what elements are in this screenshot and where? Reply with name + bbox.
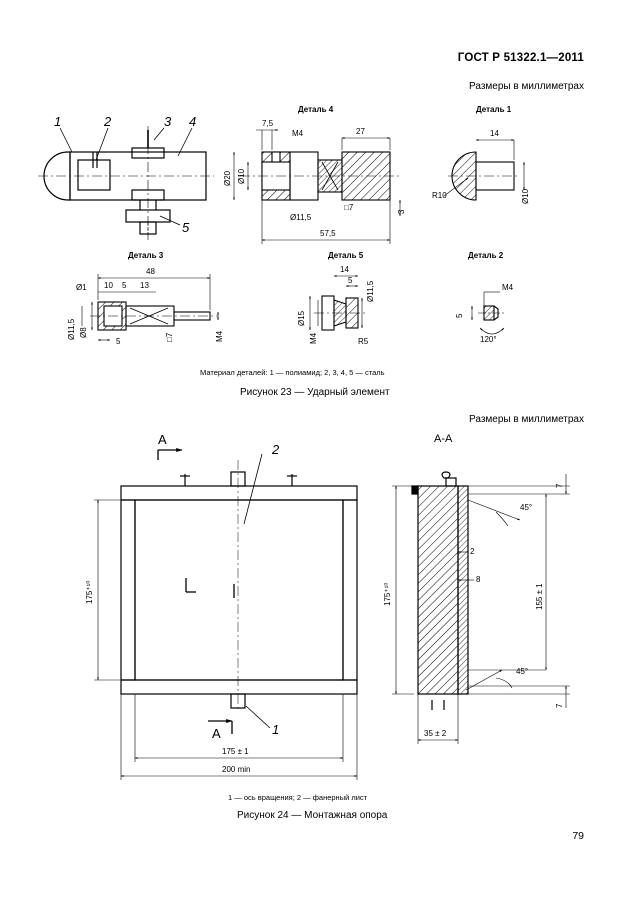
d2-dim-120: 120° [480,335,497,344]
detail-5-dimensions [309,275,363,331]
cut-label-top: A [158,432,167,447]
assembly-drawing [38,126,214,240]
d5-dim-5: 5 [348,276,353,285]
d3-dim-d11-5: Ø11,5 [67,318,76,340]
d2-dim-5: 5 [455,313,464,318]
section-dim-angle-bottom: 45° [516,667,528,676]
units-note-fig24: Размеры в миллиметрах [469,414,584,425]
d5-dim-r5: R5 [358,337,369,346]
detail-2-dimensions [471,291,505,335]
d3-dim-5: 5 [122,281,127,290]
detail-3-dimensions [81,274,219,341]
detail-4-drawing [240,151,400,201]
section-dim-top-gap: 7 [555,483,564,488]
material-note: Материал деталей: 1 — полиамид; 2, 3, 4,… [200,368,385,377]
d3-dim-m4: M4 [215,330,224,342]
section-dim-bottom-gap: 7 [555,703,564,708]
section-dim-depth: 35 ± 2 [424,729,447,738]
d5-dim-d11-5: Ø11,5 [366,280,375,302]
d3-dim-sq7: □7 [165,332,174,342]
d4-dim-27: 27 [356,127,365,136]
callout-1: 1 [54,114,61,129]
figure-24-legend: 1 — ось вращения; 2 — фанерный лист [228,793,368,802]
fig24-callout-1: 1 [272,722,279,737]
detail-4-title: Деталь 4 [298,105,334,114]
d1-dim-d10: Ø10 [521,188,530,204]
d1-dim-14: 14 [490,129,499,138]
detail-5-drawing [314,295,366,331]
d4-dim-3: 3 [397,209,406,214]
d4-dim-7-5: 7,5 [262,119,274,128]
fig24-callout-2: 2 [271,442,280,457]
d5-dim-14: 14 [340,265,349,274]
front-dimensions [94,499,358,780]
standard-header: ГОСТ Р 51322.1—2011 [457,52,584,64]
callout-4: 4 [189,114,196,129]
d3-dim-5b: 5 [116,337,121,346]
d3-dim-d1: Ø1 [76,283,87,292]
d1-dim-r10: R10 [432,191,447,200]
front-dim-height: 175⁺¹⁰ [85,581,94,604]
detail-5-title: Деталь 5 [328,251,364,260]
detail-4-dimensions [233,129,401,244]
d4-dim-sq7: □7 [344,203,354,212]
d3-dim-48: 48 [146,267,155,276]
mount-section-view [411,471,469,710]
front-dim-inner: 175 ± 1 [222,747,249,756]
d4-dim-d10: Ø10 [237,168,246,184]
detail-3-title: Деталь 3 [128,251,164,260]
detail-2-title: Деталь 2 [468,251,504,260]
section-dim-height: 175⁺¹⁰ [383,583,392,606]
cut-label-bottom: A [212,726,221,741]
section-dimensions [392,474,570,744]
d4-dim-57-5: 57,5 [320,229,336,238]
d5-dim-d15: Ø15 [297,310,306,326]
detail-2-drawing [478,305,504,321]
d4-dim-d20: Ø20 [223,170,232,186]
units-note-fig23: Размеры в миллиметрах [469,81,584,92]
detail-1-dimensions [443,139,525,197]
callout-3: 3 [164,114,172,129]
page-number: 79 [572,830,584,842]
d3-dim-d8: Ø8 [79,327,88,338]
section-dim-t1: 2 [470,547,475,556]
front-dim-outer: 200 min [222,765,250,774]
detail-1-drawing [448,151,520,201]
detail-1-title: Деталь 1 [476,105,512,114]
d4-dim-m4: M4 [292,129,304,138]
detail-3-drawing [90,301,218,331]
mount-front-view [120,448,358,734]
d5-dim-m4: M4 [309,332,318,344]
callout-2: 2 [103,114,112,129]
figure-23-caption: Рисунок 23 — Ударный элемент [240,387,390,398]
section-dim-inner: 155 ± 1 [535,583,544,610]
callout-5: 5 [182,220,190,235]
figure-24-caption: Рисунок 24 — Монтажная опора [237,810,388,821]
section-aa-label: A-A [434,433,453,445]
d4-dim-d11-5: Ø11,5 [290,213,312,222]
d2-dim-m4: M4 [502,283,514,292]
section-dim-t2: 8 [476,575,481,584]
section-dim-angle-top: 45° [520,503,532,512]
d3-dim-10: 10 [104,281,113,290]
d3-dim-13: 13 [140,281,149,290]
